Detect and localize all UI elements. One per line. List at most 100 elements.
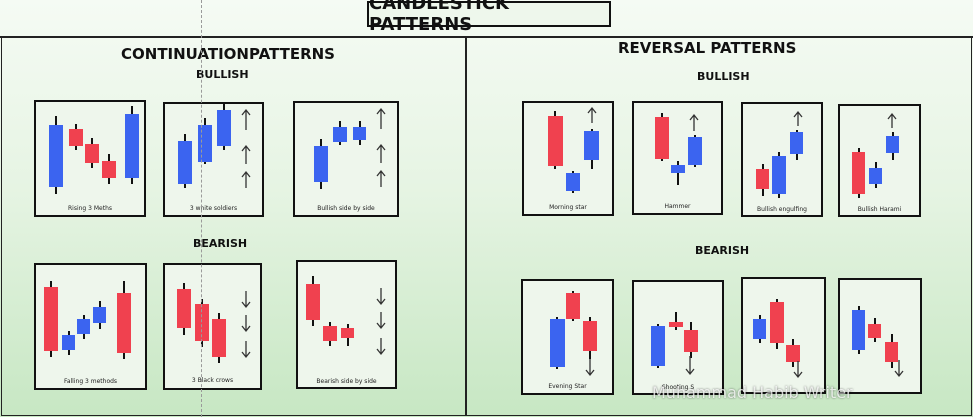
arrow-up-icon <box>887 112 897 128</box>
bearish-candle <box>85 144 99 163</box>
morning-star-drawing <box>548 106 599 193</box>
arrow-up-icon <box>376 169 386 187</box>
bullish-candle <box>333 127 347 142</box>
pattern-morning-star: Morning star <box>522 101 614 216</box>
main-title: CANDLESTICK PATTERNS <box>367 0 611 35</box>
bearish-candle <box>212 319 226 357</box>
continuation-bearish-label: BEARISH <box>193 237 248 250</box>
bullish-candle <box>49 125 63 187</box>
bullish-candle <box>790 132 803 154</box>
evening-star-drawing <box>550 291 597 377</box>
three-white-soldiers-drawing <box>178 104 251 188</box>
bearish-candle <box>195 304 209 341</box>
caption-three-black-crows: 3 Black crows <box>191 377 234 384</box>
bullish-harami-drawing <box>852 112 899 198</box>
bearish-candle <box>868 324 881 338</box>
arrow-up-icon <box>376 107 386 129</box>
arrow-up-icon <box>689 113 699 131</box>
reversal-panel <box>466 37 972 416</box>
arrow-down-icon <box>376 312 386 330</box>
bearish-candle <box>306 284 320 320</box>
arrow-up-icon <box>376 143 386 163</box>
bearish-candle <box>341 328 354 338</box>
arrow-down-icon <box>376 288 386 306</box>
arrow-up-icon <box>587 106 597 123</box>
caption-rising-three-methods: Rising 3 Meths <box>67 205 113 212</box>
bullish-candle <box>314 146 328 182</box>
pattern-bearish-side-by-side: Bearish side by side <box>296 260 397 389</box>
arrow-down-icon <box>376 338 386 356</box>
bullish-candle <box>869 168 882 184</box>
bearish-candle <box>684 330 698 352</box>
bearish-candle <box>885 342 898 362</box>
reversal-bearish-label: BEARISH <box>695 244 750 257</box>
dashed-guide-line <box>201 0 202 417</box>
arrow-up-icon <box>241 144 251 164</box>
bullish-candle <box>651 326 665 366</box>
arrow-up-icon <box>241 108 251 130</box>
shooting-star-drawing <box>651 312 698 376</box>
bullish-candle <box>566 173 580 191</box>
caption-morning-star: Morning star <box>549 204 587 211</box>
bearish-candle <box>669 322 683 327</box>
bullish-candle <box>852 310 865 350</box>
bullish-side-by-side-drawing <box>314 107 386 189</box>
bullish-candle <box>178 141 192 184</box>
caption-falling-three-methods: Falling 3 methods <box>63 378 118 385</box>
bullish-candle <box>550 319 565 367</box>
bearish-engulfing-drawing <box>753 299 803 379</box>
continuation-bullish-label: BULLISH <box>196 68 249 81</box>
bearish-candle <box>756 169 769 189</box>
pattern-evening-star: Evening Star <box>521 279 614 395</box>
arrow-down-icon <box>241 291 251 309</box>
continuation-panel <box>1 37 466 416</box>
pattern-shooting-star: Shooting S <box>632 280 724 395</box>
caption-shooting-star: Shooting S <box>661 384 695 391</box>
bullish-candle <box>217 110 231 146</box>
bearish-candle <box>177 289 191 328</box>
bearish-candle <box>69 129 83 146</box>
bearish-candle <box>852 152 865 194</box>
bearish-side-by-side-drawing <box>306 276 386 356</box>
caption-evening-star: Evening Star <box>548 383 587 390</box>
bullish-candle <box>93 307 106 323</box>
bullish-engulfing-drawing <box>756 110 803 198</box>
arrow-up-icon <box>241 170 251 188</box>
bearish-candle <box>102 161 116 178</box>
caption-bullish-engulfing: Bullish engulfing <box>757 206 807 213</box>
arrow-down-icon <box>585 359 595 377</box>
bullish-candle <box>62 335 75 350</box>
bullish-candle <box>353 127 366 140</box>
bullish-candle <box>886 136 899 153</box>
watermark: Muhammad Habib Writer <box>652 383 853 402</box>
bullish-candle <box>772 156 786 194</box>
main-title-text: CANDLESTICK PATTERNS <box>369 0 510 35</box>
caption-three-white-soldiers: 3 white soldiers <box>189 205 238 212</box>
pattern-bearish-engulfing <box>741 277 826 394</box>
arrow-down-icon <box>894 360 904 378</box>
pattern-hammer: Hammer <box>632 101 723 215</box>
bearish-candle <box>583 321 597 351</box>
bullish-candle <box>584 131 599 160</box>
caption-hammer: Hammer <box>664 203 691 210</box>
bearish-candle <box>548 116 563 166</box>
pattern-bearish-harami <box>838 278 922 394</box>
pattern-three-white-soldiers: 3 white soldiers <box>163 102 264 217</box>
bearish-candle <box>44 287 58 351</box>
reversal-heading: REVERSAL PATTERNS <box>618 39 797 57</box>
bearish-candle <box>323 326 337 341</box>
arrow-down-icon <box>685 356 695 376</box>
bearish-candle <box>566 293 580 319</box>
reversal-bullish-label: BULLISH <box>697 70 750 83</box>
caption-bullish-side-by-side: Bullish side by side <box>317 205 375 212</box>
three-black-crows-drawing <box>177 283 251 363</box>
bullish-candle <box>77 319 90 334</box>
bullish-candle <box>671 165 685 173</box>
bearish-candle <box>786 345 800 362</box>
pattern-bullish-side-by-side: Bullish side by side <box>293 101 399 217</box>
arrow-up-icon <box>793 110 803 126</box>
bullish-candle <box>688 137 702 165</box>
bullish-candle <box>125 114 139 178</box>
pattern-rising-three-methods: Rising 3 Meths <box>34 100 146 217</box>
bearish-candle <box>117 293 131 353</box>
